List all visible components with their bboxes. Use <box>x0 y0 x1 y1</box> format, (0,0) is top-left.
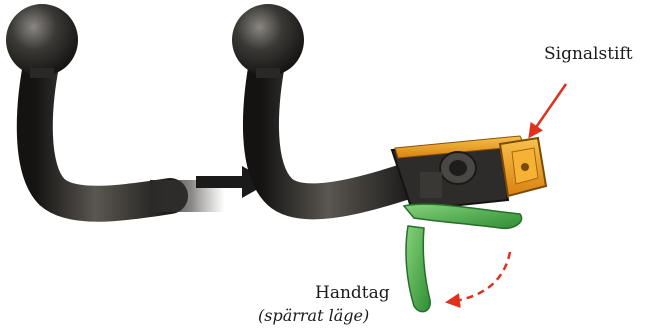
tow-ball-right <box>232 4 304 76</box>
tow-ball-left <box>6 4 78 76</box>
signal-pin-label: Signalstift <box>544 44 633 64</box>
tow-hook-right <box>232 4 546 312</box>
tow-hook-left <box>6 4 225 212</box>
handle-state-label: (spärrat läge) <box>258 306 369 325</box>
handle-label: Handtag <box>315 283 390 303</box>
handle-rotation-arrow <box>448 252 510 302</box>
signal-pin-callout-arrow <box>530 84 566 136</box>
signal-pin-unit <box>500 138 546 196</box>
handle <box>404 204 522 312</box>
